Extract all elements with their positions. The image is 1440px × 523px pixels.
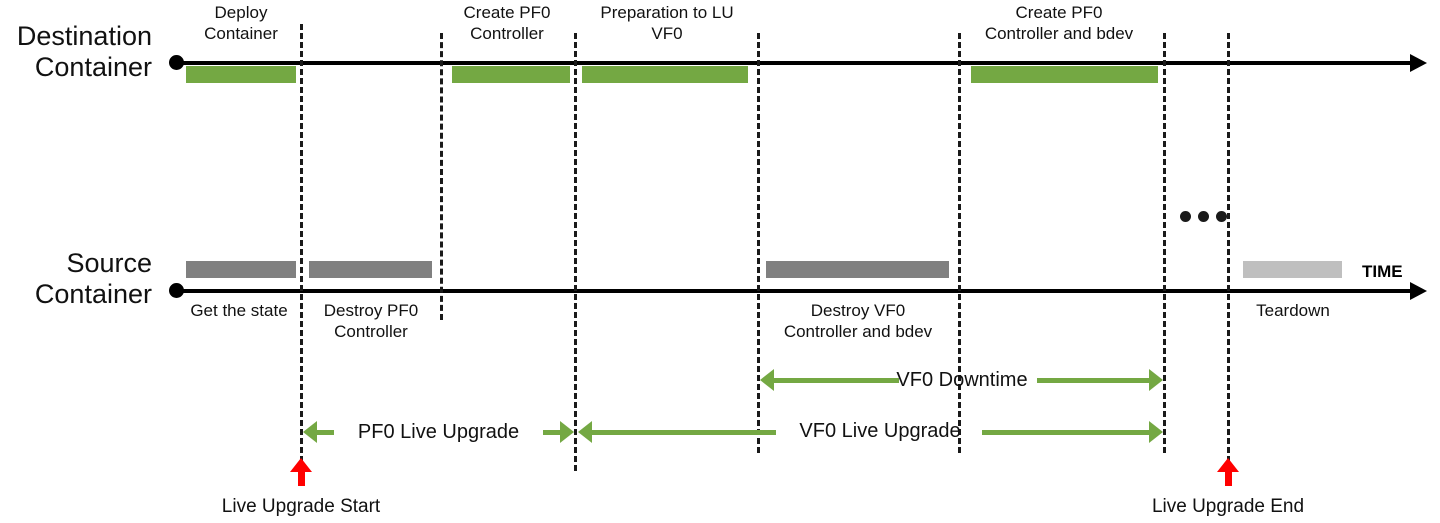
ellipsis-dot-1 bbox=[1180, 211, 1191, 222]
marker-live-upgrade-end-label: Live Upgrade End bbox=[1151, 496, 1305, 517]
destination-caption-create-pf0-controller-and-bdev-line1: Create PF0 bbox=[1015, 3, 1103, 22]
divider-line-2 bbox=[440, 33, 443, 320]
time-axis-label: TIME bbox=[1362, 262, 1403, 281]
source-axis-arrowhead-icon bbox=[1410, 282, 1427, 300]
ellipsis-icon bbox=[1180, 211, 1227, 222]
vf0-live-upgrade-left-line bbox=[592, 429, 776, 435]
destination-bar-create-pf0-controller-and-bdev bbox=[971, 66, 1158, 83]
destination-caption-create-pf0-controller: Create PF0 Controller bbox=[436, 2, 578, 44]
source-caption-destroy-pf0-controller-line1: Destroy PF0 bbox=[323, 301, 419, 320]
destination-caption-create-pf0-controller-line1: Create PF0 bbox=[463, 3, 551, 22]
destination-axis-arrowhead-icon bbox=[1410, 54, 1427, 72]
destination-row-label: Destination Container bbox=[0, 21, 152, 83]
source-axis-start-dot bbox=[169, 283, 184, 298]
destination-caption-deploy-container-line1: Deploy bbox=[214, 3, 268, 22]
measure-vf0-live-upgrade bbox=[578, 421, 1163, 443]
divider-line-5 bbox=[958, 33, 961, 453]
source-caption-destroy-vf0-controller-and-bdev-line2: Controller and bdev bbox=[783, 322, 933, 341]
source-row-label: Source Container bbox=[0, 248, 152, 310]
destination-axis-line bbox=[172, 61, 1412, 65]
source-row-label-line2: Container bbox=[34, 279, 152, 309]
destination-caption-create-pf0-controller-and-bdev: Create PF0 Controller and bdev bbox=[953, 2, 1165, 44]
vf0-live-upgrade-left-arrowhead-icon bbox=[578, 421, 592, 443]
divider-line-3 bbox=[574, 33, 577, 471]
measure-vf0-live-upgrade-label: VF0 Live Upgrade bbox=[799, 420, 961, 442]
ellipsis-dot-3 bbox=[1216, 211, 1227, 222]
source-caption-destroy-vf0-controller-and-bdev-line1: Destroy VF0 bbox=[810, 301, 906, 320]
destination-bar-deploy-container bbox=[186, 66, 296, 83]
pf0-live-upgrade-left-arrowhead-icon bbox=[303, 421, 317, 443]
source-bar-get-the-state bbox=[186, 261, 296, 278]
destination-row-label-line1: Destination bbox=[16, 21, 152, 51]
destination-caption-create-pf0-controller-line2: Controller bbox=[470, 24, 544, 43]
pf0-live-upgrade-right-arrowhead-icon bbox=[560, 421, 574, 443]
source-caption-teardown: Teardown bbox=[1232, 300, 1354, 321]
vf0-downtime-left-arrowhead-icon bbox=[760, 369, 774, 391]
pf0-live-upgrade-right-line bbox=[543, 429, 560, 435]
source-axis-line bbox=[172, 289, 1412, 293]
measure-vf0-downtime bbox=[760, 369, 1163, 391]
divider-line-6 bbox=[1163, 33, 1166, 453]
destination-caption-preparation-to-lu-vf0-line2: VF0 bbox=[651, 24, 683, 43]
vf0-downtime-right-line bbox=[1037, 377, 1149, 383]
divider-line-4 bbox=[757, 33, 760, 453]
divider-line-7 bbox=[1227, 33, 1230, 471]
measure-vf0-downtime-label: VF0 Downtime bbox=[896, 369, 1028, 391]
source-caption-destroy-vf0-controller-and-bdev: Destroy VF0 Controller and bdev bbox=[752, 300, 964, 342]
source-bar-destroy-pf0-controller bbox=[309, 261, 432, 278]
source-caption-get-the-state: Get the state bbox=[168, 300, 310, 321]
destination-bar-preparation-to-lu-vf0 bbox=[582, 66, 748, 83]
live-upgrade-end-arrow-shaft bbox=[1225, 470, 1232, 486]
destination-bar-create-pf0-controller bbox=[452, 66, 570, 83]
destination-row-label-line2: Container bbox=[34, 52, 152, 82]
source-bar-teardown bbox=[1243, 261, 1342, 278]
divider-line-1 bbox=[300, 24, 303, 471]
destination-caption-deploy-container-line2: Container bbox=[204, 24, 278, 43]
live-upgrade-end-arrowhead-icon bbox=[1217, 458, 1239, 472]
vf0-live-upgrade-right-arrowhead-icon bbox=[1149, 421, 1163, 443]
source-row-label-line1: Source bbox=[66, 248, 152, 278]
source-caption-get-the-state-line1: Get the state bbox=[190, 301, 288, 320]
vf0-live-upgrade-right-line bbox=[982, 429, 1149, 435]
vf0-downtime-left-line bbox=[774, 377, 899, 383]
destination-caption-deploy-container: Deploy Container bbox=[170, 2, 312, 44]
source-bar-destroy-vf0-controller-and-bdev bbox=[766, 261, 949, 278]
ellipsis-dot-2 bbox=[1198, 211, 1209, 222]
vf0-downtime-right-arrowhead-icon bbox=[1149, 369, 1163, 391]
destination-caption-preparation-to-lu-vf0: Preparation to LU VF0 bbox=[578, 2, 756, 44]
source-caption-teardown-line1: Teardown bbox=[1256, 301, 1330, 320]
live-upgrade-start-arrow-shaft bbox=[298, 470, 305, 486]
pf0-live-upgrade-left-line bbox=[317, 429, 334, 435]
live-upgrade-start-arrowhead-icon bbox=[290, 458, 312, 472]
source-caption-destroy-pf0-controller-line2: Controller bbox=[334, 322, 408, 341]
measure-pf0-live-upgrade bbox=[303, 421, 574, 443]
measure-pf0-live-upgrade-label: PF0 Live Upgrade bbox=[357, 421, 520, 443]
marker-live-upgrade-start-label: Live Upgrade Start bbox=[221, 496, 381, 517]
destination-caption-preparation-to-lu-vf0-line1: Preparation to LU bbox=[600, 3, 734, 22]
source-caption-destroy-pf0-controller: Destroy PF0 Controller bbox=[302, 300, 440, 342]
destination-axis-start-dot bbox=[169, 55, 184, 70]
destination-caption-create-pf0-controller-and-bdev-line2: Controller and bdev bbox=[984, 24, 1134, 43]
